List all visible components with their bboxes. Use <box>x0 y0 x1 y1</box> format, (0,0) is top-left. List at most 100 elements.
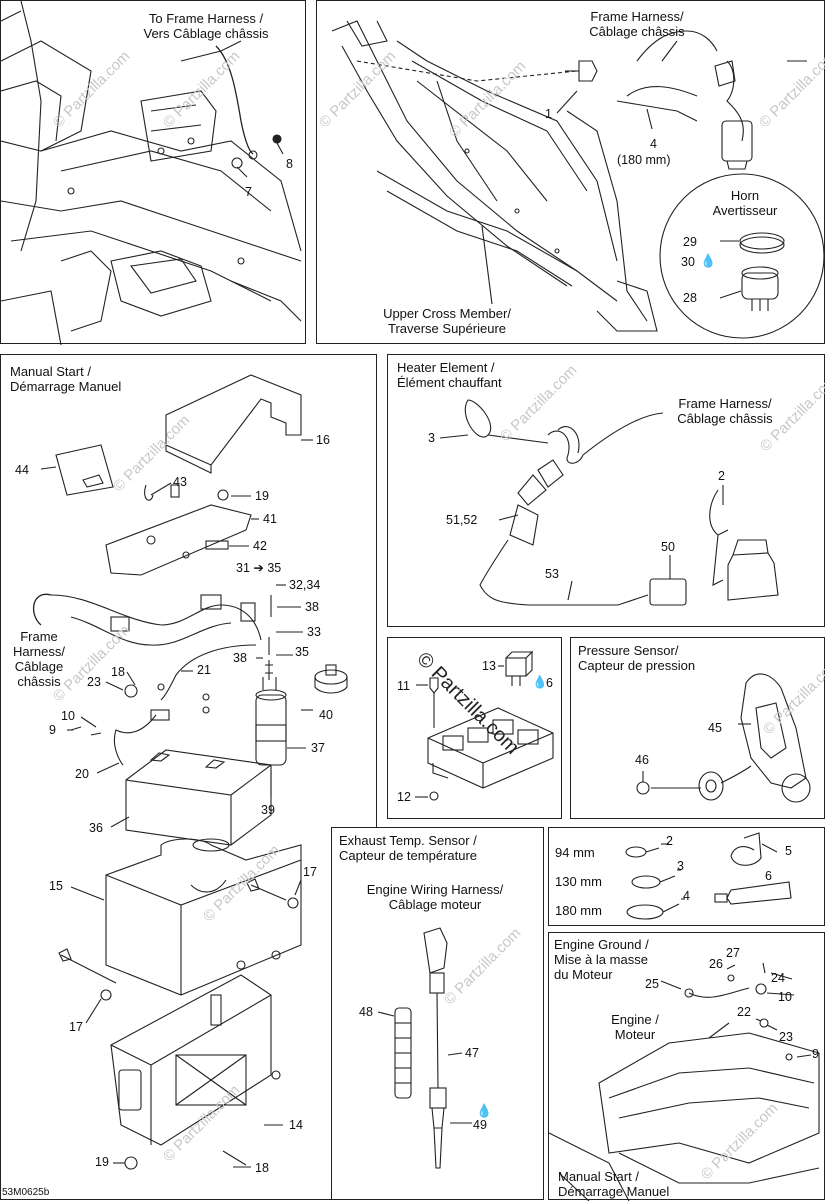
panel-manual-start: Manual Start / Démarrage Manuel Frame Ha… <box>0 354 377 1200</box>
ground-title-line2: Mise à la masse <box>554 952 648 967</box>
heater-title-line2: Élément chauffant <box>397 375 502 390</box>
callout-29: 29 <box>683 235 697 249</box>
callout-35: 35 <box>295 645 309 659</box>
callout-45: 45 <box>708 721 722 735</box>
callout-2: 2 <box>718 469 725 483</box>
callout-3: 3 <box>428 431 435 445</box>
callout-21: 21 <box>197 663 211 677</box>
callout-24: 24 <box>771 971 785 985</box>
manual-start-label-line2: Démarrage Manuel <box>558 1184 670 1199</box>
callout-40: 40 <box>319 708 333 722</box>
callout-14: 14 <box>289 1118 303 1132</box>
heater-drawing <box>439 399 779 606</box>
tie-size-180: 180 mm <box>555 903 602 918</box>
callout-32-34: 32,34 <box>289 578 321 592</box>
frame-harness-label-line1: Frame Harness/ <box>590 9 684 24</box>
frame-left-title-line1: To Frame Harness / <box>148 11 264 26</box>
panel-exhaust-temp-sensor: Exhaust Temp. Sensor / Capteur de tempér… <box>331 827 544 1200</box>
pressure-title-line1: Pressure Sensor/ <box>578 643 679 658</box>
callout-30: 30 <box>681 255 695 269</box>
frame-left-title-line2: Vers Câblage châssis <box>143 26 269 41</box>
frame-harness-label-line2: Câblage châssis <box>589 24 685 39</box>
callout-10: 10 <box>61 709 75 723</box>
callout-12: 12 <box>397 790 411 804</box>
manual-start-title-line1: Manual Start / <box>10 364 91 379</box>
horn-label-line1: Horn <box>730 188 760 203</box>
drawing-code: 53M0625b <box>2 1187 50 1198</box>
engine-harness-label-line1: Engine Wiring Harness/ <box>366 882 504 897</box>
ground-title-line1: Engine Ground / <box>554 937 649 952</box>
callout-2: 2 <box>666 834 673 848</box>
panel-frame-harness-right: Frame Harness/ Câblage châssis 1 4 (180 … <box>316 0 825 344</box>
callout-41: 41 <box>263 512 277 526</box>
pressure-drawing <box>636 673 811 803</box>
callout-42: 42 <box>253 539 267 553</box>
callout-18: 18 <box>111 665 125 679</box>
arrow-right-icon: ➔ <box>253 561 264 575</box>
callout-4: 4 <box>650 137 657 151</box>
callout-4-length: (180 mm) <box>617 153 671 167</box>
callout-23: 23 <box>779 1030 793 1044</box>
callout-44: 44 <box>15 463 29 477</box>
callout-9: 9 <box>812 1047 819 1061</box>
callout-47: 47 <box>465 1046 479 1060</box>
frame-harness-label-line4: châssis <box>17 674 61 689</box>
frame-harness-label-line3: Câblage <box>14 659 64 674</box>
callout-33: 33 <box>307 625 321 639</box>
callout-43: 43 <box>173 475 187 489</box>
panel-heater-element: Heater Element / Élément chauffant Frame… <box>387 354 825 627</box>
oil-drop-icon: 💧 <box>700 253 717 268</box>
callout-20: 20 <box>75 767 89 781</box>
panel-frame-harness-left: To Frame Harness / Vers Câblage châssis … <box>0 0 306 345</box>
frame-right-drawing <box>331 20 825 339</box>
manual-start-label-line1: Manual Start / <box>558 1169 639 1184</box>
callout-26: 26 <box>709 957 723 971</box>
frame-harness-label-line2: Harness/ <box>12 644 66 659</box>
engine-harness-label-line2: Câblage moteur <box>388 897 482 912</box>
callout-3: 3 <box>677 859 684 873</box>
callout-53: 53 <box>545 567 559 581</box>
callout-39: 39 <box>261 803 275 817</box>
frame-harness-label-line1: Frame Harness/ <box>678 396 772 411</box>
frame-harness-label-line1: Frame <box>20 629 58 644</box>
manual-start-drawing <box>32 374 348 1170</box>
pressure-title-line2: Capteur de pression <box>578 658 696 673</box>
callout-50: 50 <box>661 540 675 554</box>
callout-22: 22 <box>737 1005 751 1019</box>
callout-5: 5 <box>785 844 792 858</box>
manual-start-title-line2: Démarrage Manuel <box>10 379 122 394</box>
tie-size-130: 130 mm <box>555 874 602 889</box>
engine-label-line2: Moteur <box>614 1027 656 1042</box>
ties-drawing <box>625 832 792 920</box>
callout-35: 35 <box>267 561 282 575</box>
callout-16: 16 <box>316 433 330 447</box>
callout-28: 28 <box>683 291 697 305</box>
heater-title-line1: Heater Element / <box>397 360 495 375</box>
engine-label-line1: Engine / <box>611 1012 659 1027</box>
panel-engine-ground: Engine Ground / Mise à la masse du Moteu… <box>548 932 825 1201</box>
callout-38: 38 <box>305 600 319 614</box>
callout-1: 1 <box>545 107 552 121</box>
callout-6: 6 <box>765 869 772 883</box>
callout-37: 37 <box>311 741 325 755</box>
frame-left-drawing <box>1 1 302 345</box>
frame-harness-label-line2: Câblage châssis <box>677 411 773 426</box>
tie-size-94: 94 mm <box>555 845 595 860</box>
callout-23: 23 <box>87 675 101 689</box>
callout-31-35: 31 ➔ 35 <box>236 561 281 576</box>
callout-4: 4 <box>683 889 690 903</box>
callout-17: 17 <box>69 1020 83 1034</box>
exhaust-title-line2: Capteur de température <box>339 848 478 863</box>
panel-pressure-sensor: Pressure Sensor/ Capteur de pression 45 … <box>570 637 825 819</box>
callout-19: 19 <box>255 489 269 503</box>
callout-13: 13 <box>482 659 496 673</box>
callout-8: 8 <box>286 157 293 171</box>
oil-drop-icon: 💧 <box>476 1103 493 1118</box>
callout-48: 48 <box>359 1005 373 1019</box>
callout-10: 10 <box>778 990 792 1004</box>
horn-label-line2: Avertisseur <box>712 203 778 218</box>
panel-fuse-box: 13 💧 6 11 12 © Partzilla.com <box>387 637 562 819</box>
cross-member-label-line2: Traverse Supérieure <box>387 321 506 336</box>
callout-6: 6 <box>546 676 553 690</box>
callout-51-52: 51,52 <box>446 513 478 527</box>
